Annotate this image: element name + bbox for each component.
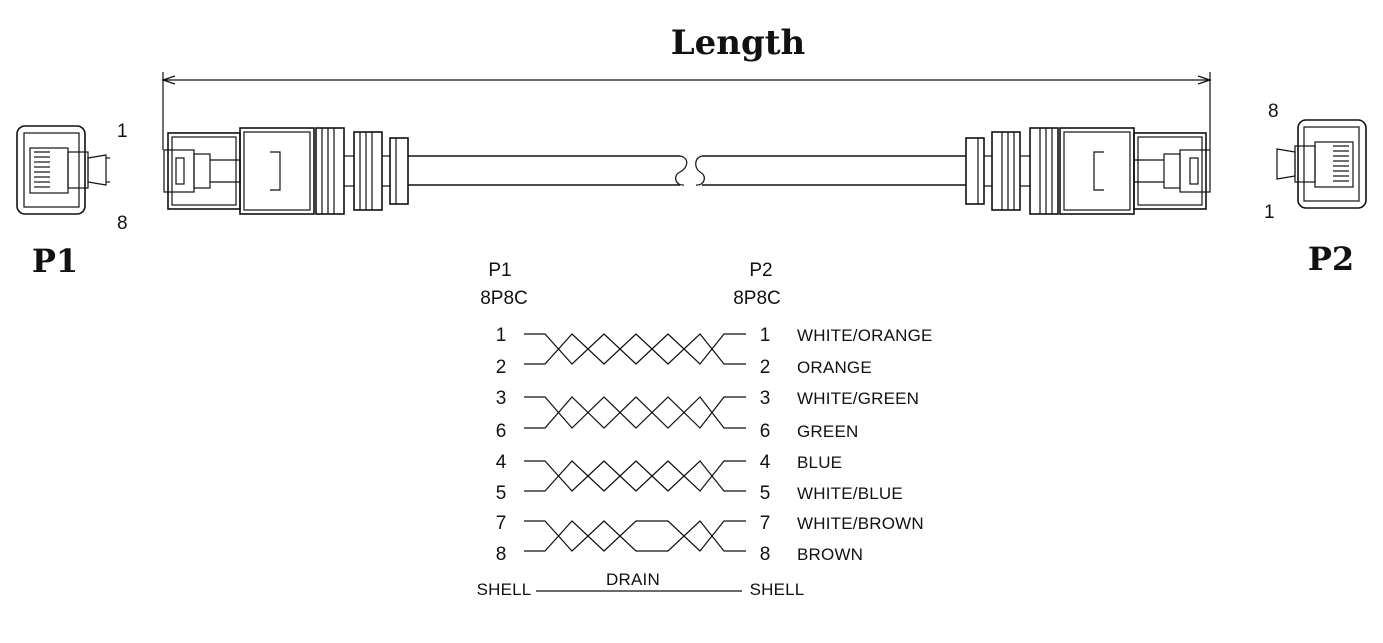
p2-pin-top: 8 (1268, 101, 1279, 122)
wire-color-label: WHITE/BROWN (797, 514, 924, 533)
left-plug-side-view (163, 127, 409, 215)
wiring-table: 1 1 WHITE/ORANGE 2 2 ORANGE 3 3 WHITE/GR… (496, 325, 933, 565)
twisted-pair-4-5 (524, 460, 746, 492)
p1-end-view (16, 125, 110, 215)
right-pin: 8 (760, 544, 771, 565)
p2-header-type: 8P8C (733, 288, 781, 309)
right-pin: 3 (760, 388, 771, 409)
right-pin: 2 (760, 357, 771, 378)
cable-body (408, 155, 966, 186)
left-pin: 4 (496, 452, 507, 473)
p2-pin-bottom: 1 (1264, 202, 1275, 223)
left-pin: 5 (496, 483, 507, 504)
right-pin: 4 (760, 452, 771, 473)
right-plug-side-view (965, 127, 1211, 215)
wire-color-label: WHITE/GREEN (797, 389, 919, 408)
right-pin: 7 (760, 513, 771, 534)
left-pin: 6 (496, 421, 507, 442)
length-title: Length (671, 23, 805, 63)
shell-left-label: SHELL (477, 580, 532, 599)
wire-color-label: GREEN (797, 422, 858, 441)
left-pin: 7 (496, 513, 507, 534)
twisted-pair-3-6 (524, 396, 746, 429)
twisted-pair-1-2 (524, 333, 746, 365)
shell-right-label: SHELL (750, 580, 805, 599)
p1-header-type: 8P8C (480, 288, 528, 309)
left-pin: 2 (496, 357, 507, 378)
p1-header-name: P1 (488, 260, 511, 281)
right-pin: 5 (760, 483, 771, 504)
length-dimension-line (161, 72, 1212, 150)
p2-end-view (1276, 119, 1367, 209)
twisted-pair-7-8 (524, 520, 746, 552)
left-pin: 8 (496, 544, 507, 565)
wire-color-label: WHITE/ORANGE (797, 326, 933, 345)
left-pin: 1 (496, 325, 507, 346)
wire-color-label: BROWN (797, 545, 863, 564)
p1-pin-bottom: 8 (117, 213, 128, 234)
p2-header-name: P2 (749, 260, 772, 281)
p2-label: P2 (1308, 240, 1354, 278)
wire-color-label: ORANGE (797, 358, 872, 377)
left-pin: 3 (496, 388, 507, 409)
p1-pin-top: 1 (117, 121, 128, 142)
p1-label: P1 (32, 242, 78, 280)
wire-color-label: BLUE (797, 453, 842, 472)
right-pin: 1 (760, 325, 771, 346)
right-pin: 6 (760, 421, 771, 442)
wire-color-label: WHITE/BLUE (797, 484, 903, 503)
drain-label: DRAIN (606, 570, 660, 589)
